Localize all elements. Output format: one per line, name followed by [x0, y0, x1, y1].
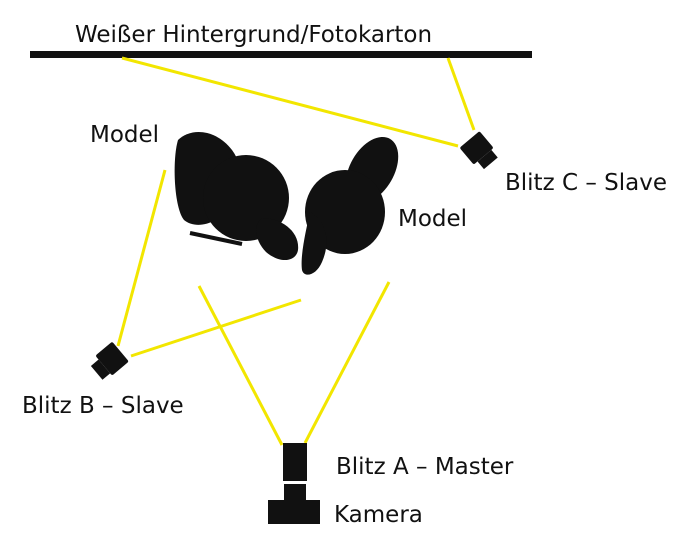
model-right-silhouette: [301, 136, 399, 275]
flash-b-head: [96, 342, 129, 375]
flash-a-label: Blitz A – Master: [336, 454, 514, 480]
beam-b-upper: [116, 169, 167, 347]
model-left-arm: [189, 231, 243, 246]
flash-c-head: [460, 131, 493, 164]
backdrop-label: Weißer Hintergrund/Fotokarton: [75, 22, 432, 48]
model-left-label: Model: [90, 122, 159, 148]
flash-c-label: Blitz C – Slave: [505, 170, 667, 196]
beam-c-to-backdrop-right: [446, 57, 476, 131]
model-right-body: [301, 212, 327, 275]
beam-a-right: [303, 281, 391, 444]
camera-body: [268, 500, 320, 524]
flash-c-body: [477, 149, 498, 170]
model-left-silhouette: [174, 131, 299, 261]
beam-c-to-backdrop-left: [121, 56, 459, 148]
beam-a-left: [197, 285, 284, 446]
camera-lens: [284, 484, 306, 500]
beam-b-lower: [130, 298, 302, 358]
flash-b-label: Blitz B – Slave: [22, 393, 184, 419]
flash-c-icon: [460, 131, 498, 170]
model-left-shoulder: [256, 218, 299, 261]
flash-b-icon: [90, 342, 129, 380]
model-right-label: Model: [398, 206, 467, 232]
camera-label: Kamera: [334, 502, 423, 528]
flash-a-icon: [283, 443, 307, 481]
camera-icon: [268, 484, 320, 524]
flash-b-body: [90, 359, 111, 380]
backdrop-bar: [30, 51, 532, 58]
light-beams: [116, 56, 476, 446]
flash-a-head: [283, 443, 307, 481]
